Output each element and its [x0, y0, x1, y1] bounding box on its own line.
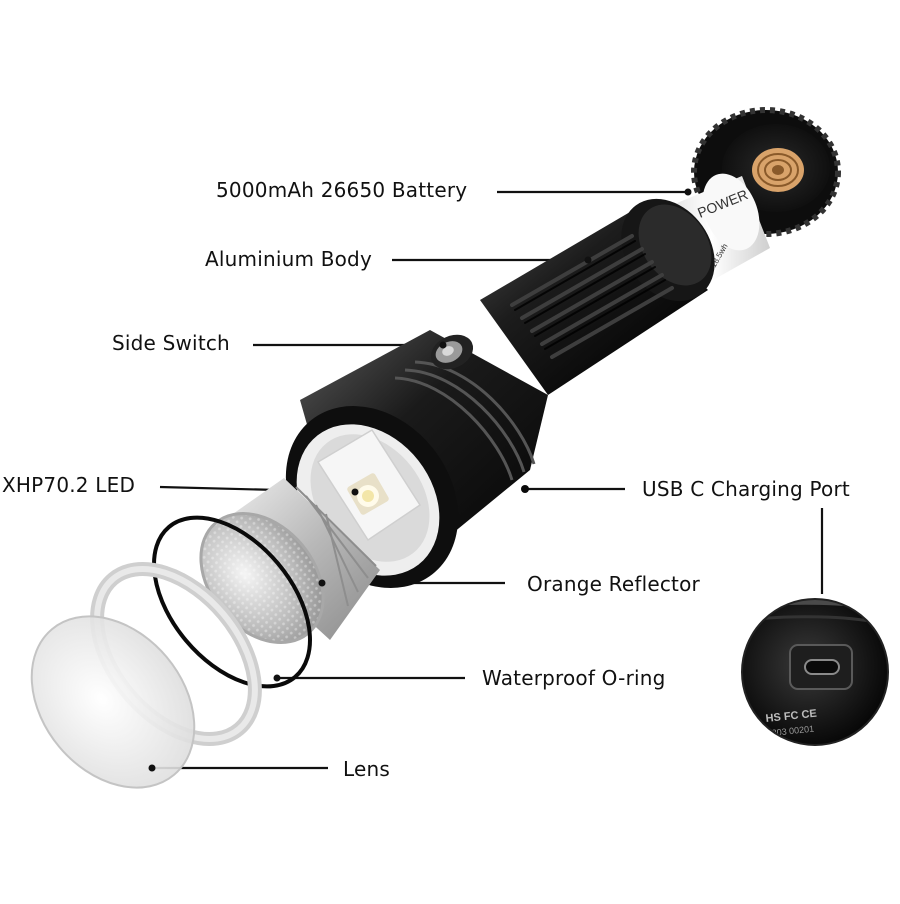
label-aluminium-body: Aluminium Body [205, 247, 372, 271]
label-battery: 5000mAh 26650 Battery [216, 178, 467, 202]
usb-port-marker-icon [521, 485, 529, 493]
label-lens: Lens [343, 757, 390, 781]
label-led: XHP70.2 LED [2, 473, 135, 497]
usb-port-zoom-inset: HS FC CE 203 00201 [742, 599, 890, 745]
usb-c-port-icon [805, 660, 839, 674]
label-o-ring: Waterproof O-ring [482, 666, 666, 690]
lens [0, 584, 228, 820]
label-reflector: Orange Reflector [527, 572, 700, 596]
label-usb-port: USB C Charging Port [642, 477, 850, 501]
label-side-switch: Side Switch [112, 331, 230, 355]
